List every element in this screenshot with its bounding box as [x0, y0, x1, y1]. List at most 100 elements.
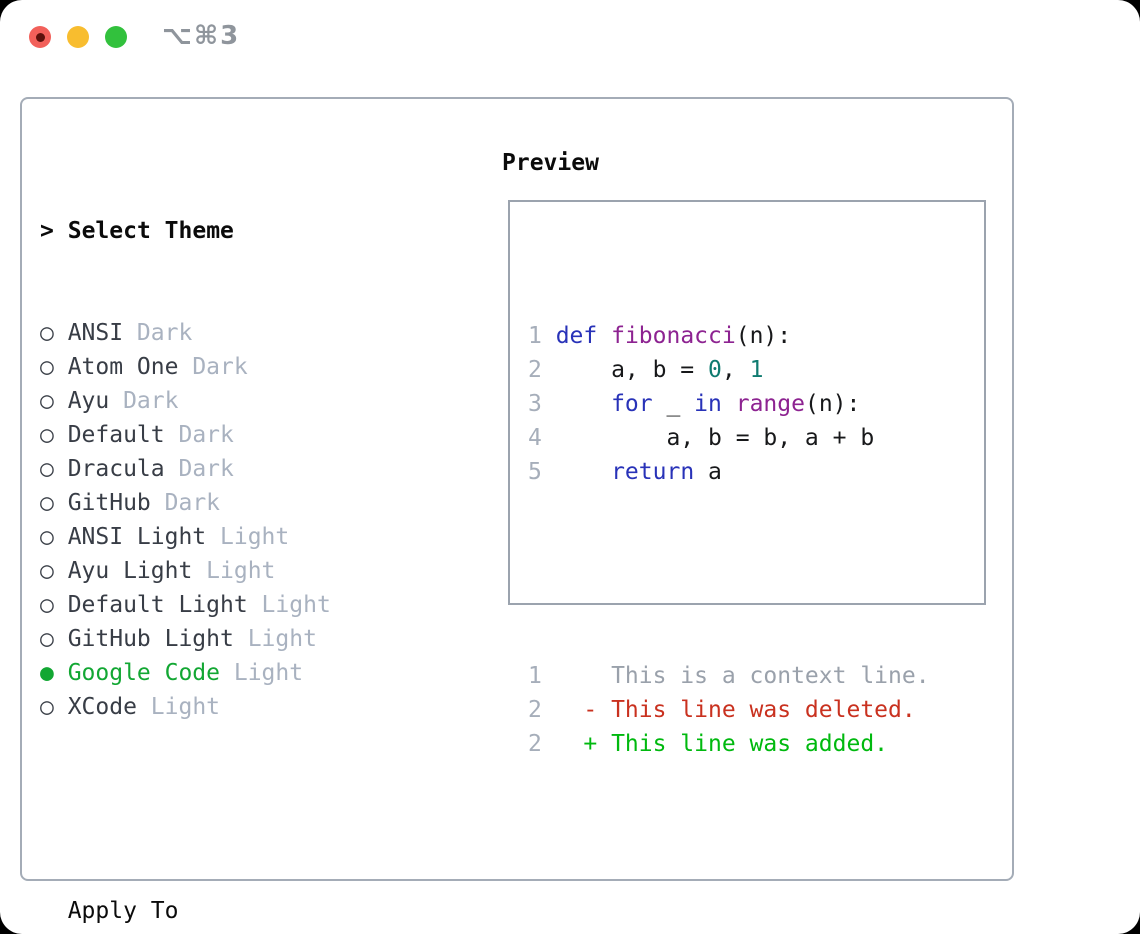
code-line: 3 for _ in range(n):: [528, 387, 930, 421]
line-number: 1: [528, 663, 542, 689]
theme-variant: Dark: [178, 354, 248, 380]
line-number: 2: [528, 357, 542, 383]
radio-icon: ○: [40, 354, 54, 380]
radio-icon: ○: [40, 524, 54, 550]
code-token: def: [555, 323, 598, 349]
theme-variant: Dark: [109, 388, 179, 414]
theme-variant: Light: [247, 592, 331, 618]
radio-selected-icon: ●: [40, 660, 54, 686]
code-token: 1: [749, 357, 764, 383]
theme-variant: Light: [220, 660, 304, 686]
theme-option-github-light[interactable]: ○ GitHub Light Light: [40, 622, 428, 656]
diff-line-context: 1 This is a context line.: [528, 659, 930, 693]
code-line: 5 return a: [528, 455, 930, 489]
theme-name: GitHub Light: [67, 626, 234, 652]
select-theme-header: > Select Theme: [40, 214, 428, 248]
line-number: 2: [528, 697, 542, 723]
code-token: a, b =: [555, 357, 709, 383]
line-number: 2: [528, 731, 542, 757]
cursor-prefix: >: [40, 218, 54, 244]
radio-icon: ○: [40, 558, 54, 584]
minimize-button[interactable]: [67, 26, 89, 48]
theme-variant: Dark: [150, 490, 221, 516]
theme-variant: Light: [136, 694, 221, 720]
code-token: _: [652, 391, 695, 417]
code-token: a: [694, 459, 722, 485]
radio-icon: ○: [40, 388, 54, 414]
radio-icon: ○: [40, 592, 54, 618]
theme-option-ansi-light[interactable]: ○ANSI Light Light: [40, 520, 428, 554]
title-bar: ⌥⌘3: [0, 0, 1140, 76]
theme-name: Dracula: [67, 456, 165, 482]
theme-option-atom-one[interactable]: ○ Atom One Dark: [40, 350, 428, 384]
preview-title: Preview: [502, 150, 599, 176]
theme-name: XCode: [67, 694, 137, 720]
line-number: 3: [528, 391, 542, 417]
diff-line-deleted: 2 - This line was deleted.: [528, 693, 930, 727]
theme-selector-panel: > Select Theme ○ANSI Dark○Atom One Dark○…: [20, 97, 1014, 924]
diff-line-added: 2 + This line was added.: [528, 727, 930, 761]
radio-icon: ○: [40, 422, 54, 448]
code-token: [597, 323, 611, 349]
diff-text: + This line was added.: [555, 731, 889, 757]
theme-name: Default: [67, 422, 165, 448]
code-token: fibonacci: [611, 323, 736, 349]
diff-text: This is a context line.: [555, 663, 930, 689]
zoom-button[interactable]: [105, 26, 127, 48]
theme-option-ayu-light[interactable]: ○ Ayu Light Light: [40, 554, 428, 588]
code-token: [722, 391, 736, 417]
theme-option-dracula[interactable]: ○Dracula Dark: [40, 452, 428, 486]
code-line: 4 a, b = b, a + b: [528, 421, 930, 455]
code-token: (n):: [804, 391, 861, 417]
radio-icon: ○: [40, 490, 54, 516]
diff-text: - This line was deleted.: [555, 697, 916, 723]
code-token: 0: [708, 357, 722, 383]
spacer: [528, 557, 930, 591]
radio-icon: ○: [40, 694, 54, 720]
theme-option-default[interactable]: ○ Default Dark: [40, 418, 428, 452]
theme-option-github[interactable]: ○GitHub Dark: [40, 486, 428, 520]
theme-name: ANSI Light: [67, 524, 207, 550]
theme-variant: Dark: [164, 422, 234, 448]
close-button[interactable]: [29, 26, 51, 48]
code-token: in: [694, 391, 722, 417]
radio-icon: ○: [40, 626, 54, 652]
theme-variant: Dark: [164, 456, 234, 482]
theme-option-ansi[interactable]: ○ ANSI Dark: [40, 316, 428, 350]
code-line: 1 def fibonacci(n):: [528, 319, 930, 353]
theme-name: Ayu: [67, 388, 110, 414]
code-token: [556, 459, 611, 485]
apply-to-header: Apply To: [40, 894, 428, 928]
select-theme-title: Select Theme: [67, 218, 234, 244]
theme-name: Google Code: [67, 660, 221, 686]
code-token: ,: [721, 357, 750, 383]
radio-icon: ○: [40, 320, 54, 346]
theme-name: Default Light: [67, 592, 248, 618]
code-token: a, b = b, a + b: [555, 425, 875, 451]
theme-name: ANSI: [67, 320, 124, 346]
unsaved-indicator-dot-icon: [35, 32, 45, 42]
spacer: [40, 792, 428, 826]
theme-option-ayu[interactable]: ○ Ayu Dark: [40, 384, 428, 418]
theme-name: Ayu Light: [67, 558, 193, 584]
theme-option-google-code[interactable]: ● Google Code Light: [40, 656, 428, 690]
line-number: 1: [528, 323, 542, 349]
code-line: 2 a, b = 0, 1: [528, 353, 930, 387]
line-number: 4: [528, 425, 542, 451]
code-token: (n):: [735, 323, 792, 349]
code-token: return: [611, 459, 695, 485]
theme-name: Atom One: [67, 354, 179, 380]
theme-option-default-light[interactable]: ○ Default Light Light: [40, 588, 428, 622]
theme-variant: Light: [192, 558, 276, 584]
line-number: 5: [528, 459, 542, 485]
theme-variant: Light: [233, 626, 317, 652]
window-title: ⌥⌘3: [162, 21, 241, 51]
code-token: for: [611, 391, 653, 417]
theme-variant: Dark: [123, 320, 193, 346]
theme-option-xcode[interactable]: ○ XCode Light: [40, 690, 428, 724]
apply-to-title: Apply To: [67, 898, 179, 924]
code-token: range: [735, 391, 805, 417]
